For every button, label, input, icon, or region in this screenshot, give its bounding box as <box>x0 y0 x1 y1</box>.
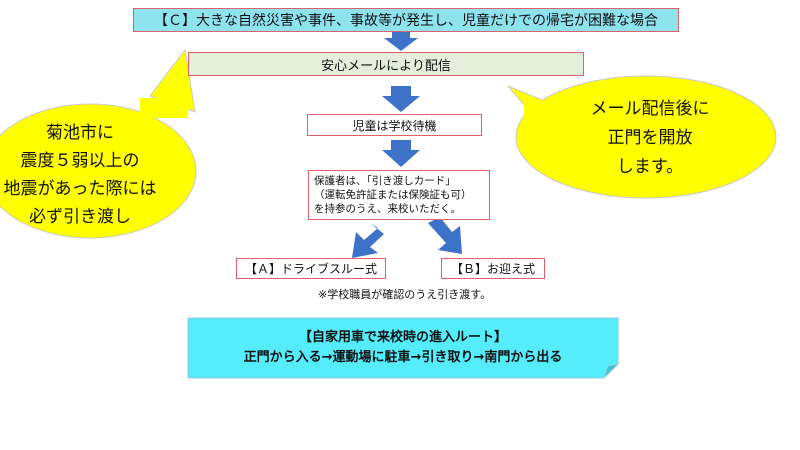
guardian-line-2: （運転免許証または保険証も可） <box>314 189 472 201</box>
handover-note: ※学校職員が確認のうえ引き渡す。 <box>318 288 492 301</box>
top-condition-text: 【Ｃ】大きな自然災害や事件、事故等が発生し、児童だけでの帰宅が困難な場合 <box>154 13 658 29</box>
option-a-box: 【Ａ】ドライブスルー式 <box>236 258 386 279</box>
guardian-line-3: を持参のうえ、来校いただく。 <box>314 203 461 215</box>
arrow-down-2 <box>382 86 420 112</box>
route-path: 正門から入る→運動場に駐車→引き取り→南門から出る <box>243 350 563 365</box>
left-bubble-line-4: 必ず引き渡し <box>29 207 131 227</box>
arrow-down-3 <box>382 140 420 167</box>
left-speech-bubble <box>0 48 197 239</box>
option-a-text: 【Ａ】ドライブスルー式 <box>244 262 377 276</box>
arrow-diagonal-left <box>352 223 384 258</box>
arrow-diagonal-right <box>428 217 462 254</box>
left-bubble-line-2: 震度５弱以上の <box>20 151 140 171</box>
guardian-box: 保護者は、「引き渡しカード」 （運転免許証または保険証も可） を持参のうえ、来校… <box>308 170 490 220</box>
right-speech-bubble <box>507 75 777 199</box>
wait-text: 児童は学校待機 <box>352 118 437 133</box>
mail-box: 安心メールにより配信 <box>188 52 584 76</box>
top-condition-box: 【Ｃ】大きな自然災害や事件、事故等が発生し、児童だけでの帰宅が困難な場合 <box>133 8 679 32</box>
arrow-down-1 <box>384 32 418 51</box>
left-bubble-text: 菊池市に 震度５弱以上の 地震があった際には 必ず引き渡し <box>0 100 160 250</box>
right-bubble-line-2: 正門を開放 <box>607 127 693 148</box>
route-note: 【自家用車で来校時の進入ルート】 正門から入る→運動場に駐車→引き取り→南門から… <box>188 318 618 378</box>
left-bubble-line-1: 菊池市に <box>46 123 114 143</box>
right-bubble-text: メール配信後に 正門を開放 します。 <box>520 78 780 198</box>
option-b-text: 【Ｂ】お迎え式 <box>450 262 535 276</box>
guardian-line-1: 保護者は、「引き渡しカード」 <box>314 175 456 187</box>
route-title: 【自家用車で来校時の進入ルート】 <box>298 330 507 345</box>
left-bubble-line-3: 地震があった際には <box>3 179 157 199</box>
wait-box: 児童は学校待機 <box>307 114 482 136</box>
right-bubble-line-3: します。 <box>616 156 684 177</box>
route-note-shape <box>187 317 620 379</box>
mail-text: 安心メールにより配信 <box>321 58 451 74</box>
right-bubble-line-1: メール配信後に <box>590 98 710 119</box>
option-b-box: 【Ｂ】お迎え式 <box>441 258 545 279</box>
